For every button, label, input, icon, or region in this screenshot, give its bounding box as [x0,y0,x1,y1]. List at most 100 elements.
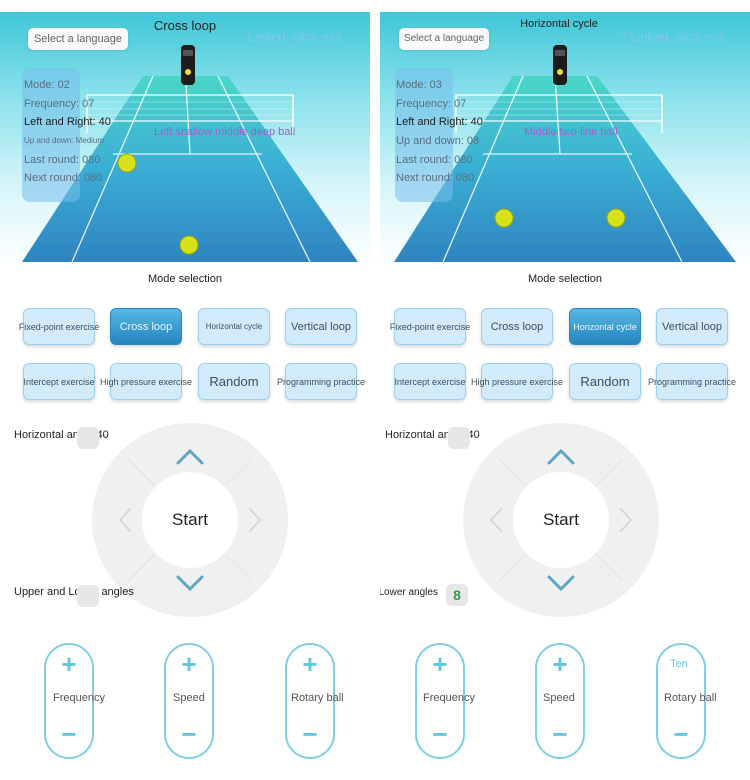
start-label: Start [543,510,579,529]
next-round-value: Next round: 080 [24,172,103,185]
plus-icon[interactable]: + [181,649,197,679]
speed-label: Speed [173,692,205,704]
info-list: Mode: 03 Frequency: 07 Left and Right: 4… [396,76,506,188]
horizontal-angle-badge [77,427,99,449]
link-status-exit[interactable]: * Linked, click exit [621,29,725,44]
frequency-control: + − [415,643,465,759]
chevron-left-icon[interactable] [118,508,131,532]
court-graphic [394,45,736,263]
mode-intercept-button[interactable]: Intercept exercise [394,363,466,400]
vertical-angle-label: Upper and Lower angles [14,586,134,598]
tennis-ball-icon [179,235,199,255]
last-round-value: Last round: 080 [396,153,473,166]
tennis-ball-icon [606,208,626,228]
plus-icon[interactable]: + [432,649,448,679]
chevron-right-icon[interactable] [249,508,262,532]
plus-icon[interactable]: + [552,649,568,679]
plus-icon[interactable]: + [61,649,77,679]
frequency-control: + − [44,643,94,759]
mode-programming-button[interactable]: Programming practice [277,363,365,400]
mode-random-button[interactable]: Random [569,363,641,400]
rotary-ball-label: Rotary ball [291,692,344,704]
chevron-left-icon[interactable] [489,508,502,532]
minus-icon[interactable]: − [673,719,689,749]
info-panel [22,68,80,202]
link-status-exit[interactable]: Linked, cljck exit [247,29,342,44]
minus-icon[interactable]: − [552,719,568,749]
rotary-ball-label: Rotary ball [664,692,717,704]
net [455,94,663,133]
frequency-label: Frequency [53,692,105,704]
plus-icon[interactable]: + [302,649,318,679]
minus-icon[interactable]: − [181,719,197,749]
court-graphic [22,45,358,263]
left-right-value: Left and Right: 40 [24,116,111,129]
mode-title: Horizontal cycle [520,18,598,30]
next-round-value: Next round: 080 [396,172,475,185]
mode-value: Mode: 02 [24,79,70,91]
direction-pad: Start [92,423,288,617]
mode-random-button[interactable]: Random [198,363,270,400]
chevron-up-icon[interactable] [547,448,575,465]
speed-label: Speed [543,692,575,704]
left-right-value: Left and Right: 40 [396,116,483,129]
chevron-right-icon[interactable] [620,508,633,532]
ball-machine-icon [181,45,195,85]
tennis-ball-icon [494,208,514,228]
chevron-up-icon[interactable] [176,448,204,465]
mode-title: Cross loop [153,18,217,33]
chevron-down-icon[interactable] [547,575,575,592]
ball-machine-icon [553,45,567,85]
mode-cross-loop-button[interactable]: Cross loop [481,308,553,345]
mode-vertical-loop-button[interactable]: Vertical loop [656,308,728,345]
net [86,94,294,133]
mode-cross-loop-button[interactable]: Cross loop [110,308,182,345]
mode-programming-button[interactable]: Programming practice [648,363,736,400]
start-label: Start [172,510,208,529]
vertical-angle-badge [77,585,99,607]
info-panel [395,68,453,202]
minus-icon[interactable]: − [61,719,77,749]
mode-selection-title: Mode selection [528,273,602,285]
mode-high-pressure-button[interactable]: High pressure exercise [471,363,563,400]
start-button[interactable]: Start [142,472,238,568]
select-language-button[interactable]: Select a language [28,28,128,50]
minus-icon[interactable]: − [302,719,318,749]
mode-fixed-point-button[interactable]: Fixed-point exercise [19,308,99,345]
mode-value: Mode: 03 [396,79,442,91]
minus-icon[interactable]: − [432,719,448,749]
rotary-ball-control: + − [285,643,335,759]
frequency-label: Frequency [423,692,475,704]
tennis-ball-icon [117,153,137,173]
start-button[interactable]: Start [513,472,609,568]
mode-fixed-point-button[interactable]: Fixed-point exercise [390,308,470,345]
mode-horizontal-cycle-button[interactable]: Horizontal cycle [569,308,641,345]
mode-selection-title: Mode selection [148,273,222,285]
right-screen: Select a language Horizontal cycle * Lin… [380,0,750,780]
frequency-value: Frequency: 07 [24,97,95,110]
info-list: Mode: 02 Frequency: 07 Left and Right: 4… [24,76,134,188]
vertical-angle-badge: 8 [446,584,468,606]
court-caption: Left shallow middle deep ball [154,126,296,138]
up-down-value: Up and down: Medium [24,136,105,146]
court-caption: Middle two-line ball [524,126,618,138]
mode-horizontal-cycle-button[interactable]: Horizontal cycle [198,308,270,345]
speed-control: + − [535,643,585,759]
direction-pad: Start [463,423,659,617]
chevron-down-icon[interactable] [176,575,204,592]
rotary-ball-value: Ten [670,658,688,670]
up-down-value: Up and down: 08 [396,135,480,148]
horizontal-angle-badge [448,427,470,449]
mode-high-pressure-button[interactable]: High pressure exercise [100,363,192,400]
rotary-ball-control: − [656,643,706,759]
left-screen: Select a language Cross loop Linked, clj… [0,0,370,780]
tennis-court [394,76,736,262]
tennis-court [22,76,358,262]
select-language-button[interactable]: Select a language [399,28,489,50]
frequency-value: Frequency: 07 [396,97,467,110]
vertical-angle-label: Upper and Lower angles [380,587,438,598]
last-round-value: Last round: 080 [24,153,101,166]
mode-intercept-button[interactable]: Intercept exercise [23,363,95,400]
mode-vertical-loop-button[interactable]: Vertical loop [285,308,357,345]
speed-control: + − [164,643,214,759]
